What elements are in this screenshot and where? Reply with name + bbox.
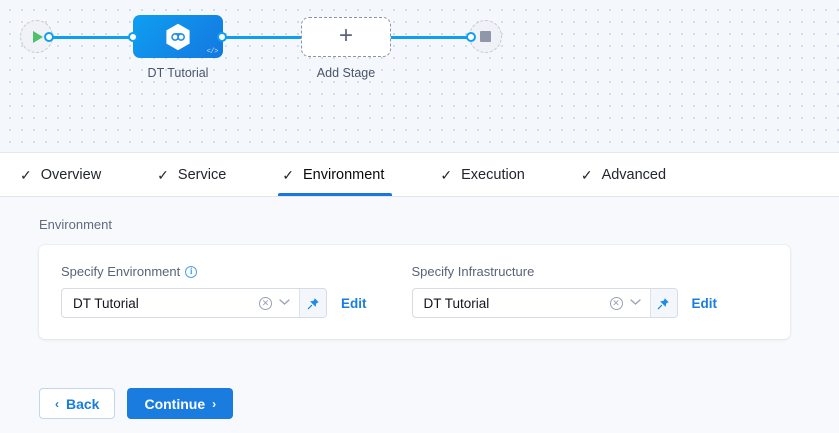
tab-environment[interactable]: ✓ Environment: [278, 153, 406, 196]
infrastructure-select[interactable]: DT Tutorial ✕: [413, 289, 650, 317]
environment-card: Specify Environment i DT Tutorial ✕: [39, 245, 790, 339]
tab-execution[interactable]: ✓ Execution: [440, 153, 546, 196]
check-icon: ✓: [580, 166, 593, 183]
wizard-footer: ‹ Back Continue ›: [39, 388, 234, 419]
tab-service-label: Service: [177, 166, 227, 183]
environment-select-wrap: DT Tutorial ✕: [61, 288, 327, 318]
check-icon: ✓: [157, 166, 169, 183]
specify-infrastructure-label-row: Specify Infrastructure: [412, 264, 718, 279]
port-start-output[interactable]: [44, 32, 54, 42]
tab-advanced[interactable]: ✓ Advanced: [581, 153, 688, 196]
pin-icon: [657, 297, 669, 309]
clear-icon[interactable]: ✕: [609, 296, 623, 310]
specify-infrastructure-group: Specify Infrastructure DT Tutorial ✕: [411, 264, 718, 318]
infrastructure-select-wrap: DT Tutorial ✕: [411, 288, 678, 318]
tab-advanced-label: Advanced: [601, 166, 667, 183]
add-stage-button[interactable]: +: [301, 17, 391, 57]
harness-hexagon-icon: [166, 23, 190, 50]
edge-start-to-stage: [46, 36, 138, 39]
port-stage-output[interactable]: [217, 32, 227, 42]
specify-environment-label-row: Specify Environment i: [61, 264, 367, 279]
infrastructure-pin-button[interactable]: [649, 289, 677, 317]
continue-button-label: Continue: [144, 395, 206, 412]
chevron-down-glyph: [629, 299, 641, 305]
stop-icon: [480, 31, 491, 42]
back-button-label: Back: [66, 395, 100, 412]
tab-overview-label: Overview: [40, 166, 102, 183]
back-button[interactable]: ‹ Back: [39, 388, 116, 419]
stage-code-badge-icon: </>: [206, 48, 219, 56]
environment-select[interactable]: DT Tutorial ✕: [62, 289, 299, 317]
tab-overview[interactable]: ✓ Overview: [20, 153, 123, 196]
tab-execution-label: Execution: [461, 166, 525, 183]
stage-tabbar: ✓ Overview ✓ Service ✓ Environment ✓ Exe…: [0, 153, 839, 197]
pipeline-stage-node-dt-tutorial[interactable]: </>: [133, 15, 223, 58]
section-title: Environment: [39, 217, 112, 232]
environment-edit-link[interactable]: Edit: [341, 295, 367, 311]
pin-icon: [307, 297, 319, 309]
chevron-right-icon: ›: [212, 396, 217, 411]
specify-environment-row: DT Tutorial ✕: [61, 288, 367, 318]
edge-add-to-end: [389, 36, 477, 39]
check-icon: ✓: [282, 166, 294, 183]
check-icon: ✓: [440, 166, 453, 183]
environment-pin-button[interactable]: [299, 289, 326, 317]
add-stage-label: Add Stage: [316, 66, 376, 80]
continue-button[interactable]: Continue ›: [127, 388, 234, 419]
environment-select-value: DT Tutorial: [73, 295, 139, 311]
tab-service[interactable]: ✓ Service: [157, 153, 248, 196]
infrastructure-edit-link[interactable]: Edit: [691, 295, 718, 311]
chevron-left-icon: ‹: [55, 396, 59, 411]
specify-infrastructure-row: DT Tutorial ✕: [411, 288, 718, 318]
environment-panel: Environment Specify Environment i DT Tut…: [0, 197, 839, 433]
play-icon: [33, 30, 43, 43]
chevron-down-icon[interactable]: [629, 298, 642, 308]
specify-environment-label: Specify Environment: [61, 264, 181, 279]
check-icon: ✓: [20, 166, 32, 183]
port-stage-input[interactable]: [128, 32, 138, 42]
specify-environment-group: Specify Environment i DT Tutorial ✕: [61, 264, 367, 318]
specify-infrastructure-label: Specify Infrastructure: [411, 264, 535, 279]
info-icon[interactable]: i: [185, 265, 198, 278]
chevron-down-icon[interactable]: [278, 298, 291, 308]
plus-icon: +: [338, 22, 353, 49]
chevron-down-glyph: [279, 299, 290, 305]
clear-icon[interactable]: ✕: [259, 296, 272, 310]
port-end-input[interactable]: [466, 32, 476, 42]
pipeline-canvas[interactable]: </> DT Tutorial + Add Stage: [0, 0, 839, 153]
edge-stage-to-add: [222, 36, 304, 39]
stage-node-label: DT Tutorial: [147, 66, 209, 80]
tab-environment-label: Environment: [303, 166, 385, 183]
infrastructure-select-value: DT Tutorial: [423, 295, 490, 311]
